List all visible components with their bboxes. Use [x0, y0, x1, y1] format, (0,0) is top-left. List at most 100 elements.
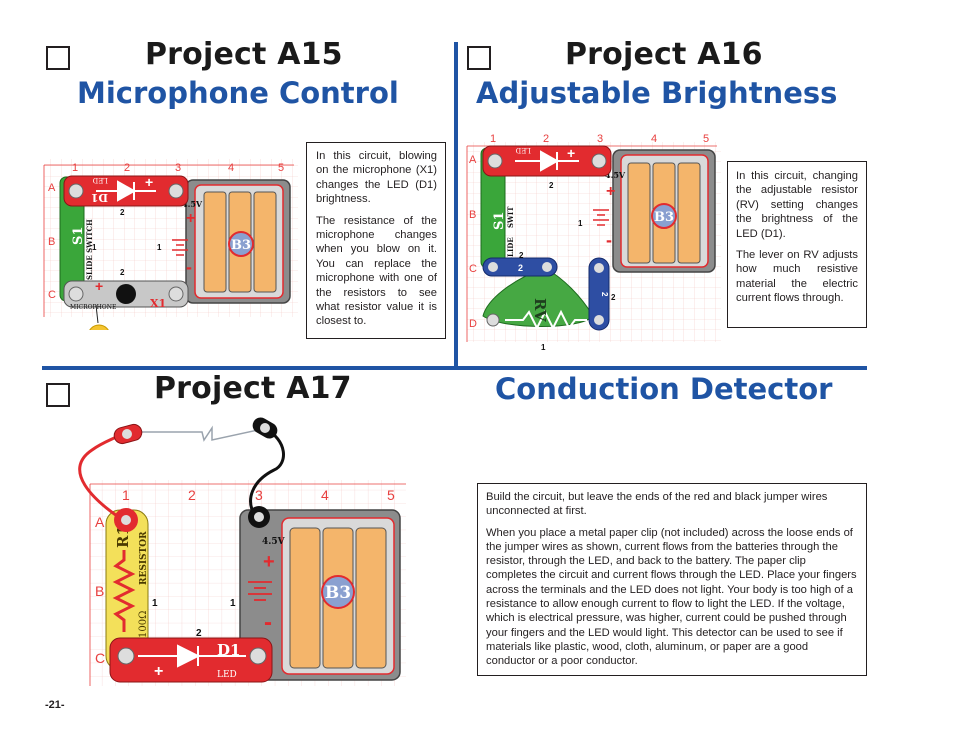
- snap-level: 2: [196, 628, 202, 639]
- project-a17-title: Project A17: [154, 371, 352, 406]
- switch-text: SLIDE SWITCH: [85, 219, 94, 280]
- mic-lead-plus: [89, 324, 109, 330]
- row-label: B: [469, 209, 476, 221]
- switch-label: S1: [71, 227, 86, 245]
- switch-text: SWIT: [506, 206, 515, 228]
- col-label: 2: [543, 133, 549, 145]
- row-label: B: [48, 236, 55, 248]
- a17-circuit-diagram: 1 2 3 4 5 A B C B3 4.5V + - R1 RESISTOR …: [78, 417, 406, 686]
- mic-plus: +: [95, 278, 103, 294]
- row-label: C: [95, 650, 105, 666]
- plus-sign: +: [606, 183, 615, 200]
- col-label: 4: [651, 133, 657, 145]
- project-a15-title: Project A15: [145, 37, 343, 72]
- mic-label: X1: [150, 297, 166, 310]
- mic-text: MICROPHONE: [70, 304, 116, 311]
- a16-circuit-diagram: 1 2 3 4 5 A B C D B3 4.5V + - S1 SWIT SL…: [466, 133, 721, 352]
- snap-wire-2: [482, 257, 558, 277]
- col-label: 1: [122, 487, 130, 503]
- row-label: C: [48, 289, 56, 301]
- row-label: A: [95, 514, 105, 530]
- project-a16-title: Project A16: [565, 37, 763, 72]
- minus-sign: -: [606, 230, 612, 250]
- col-label: 4: [228, 162, 234, 174]
- col-label: 3: [255, 487, 263, 503]
- led-label: D1: [217, 641, 240, 659]
- row-label: C: [469, 263, 477, 275]
- row-label: A: [469, 154, 477, 166]
- paper-clip: [134, 425, 259, 442]
- snap-level: 1: [578, 219, 583, 228]
- battery-voltage: 4.5V: [262, 537, 286, 547]
- a17-paragraph-1: Build the circuit, but leave the ends of…: [486, 491, 828, 518]
- battery-label: B3: [325, 583, 351, 603]
- battery-voltage: 4.5V: [182, 199, 203, 209]
- resistor-text: RESISTOR: [139, 531, 149, 585]
- a15-paragraph-2: The resistance of the microphone changes…: [316, 214, 437, 328]
- svg-text:2: 2: [600, 292, 609, 297]
- col-label: 3: [175, 162, 181, 174]
- project-a17-description: Build the circuit, but leave the ends of…: [477, 483, 867, 676]
- a17-paragraph-2: When you place a metal paper clip (not i…: [486, 526, 857, 668]
- row-label: B: [95, 583, 104, 599]
- led-plus: +: [567, 145, 575, 161]
- led-text: LED: [217, 670, 237, 680]
- battery-voltage: 4.5V: [605, 170, 626, 180]
- switch-label: S1: [492, 212, 507, 230]
- led-plus: +: [154, 663, 163, 680]
- snap-level: 2: [120, 208, 125, 217]
- row-label: A: [48, 182, 56, 194]
- minus-sign: -: [186, 257, 192, 277]
- led-text: LED: [515, 146, 531, 154]
- row-label: D: [469, 318, 477, 330]
- svg-text:2: 2: [518, 263, 523, 273]
- project-a17-subtitle: Conduction Detector: [495, 372, 833, 406]
- section-divider: [42, 366, 867, 370]
- a15-paragraph-1: In this circuit, blowing on the micropho…: [316, 150, 437, 206]
- svg-text:+: +: [94, 327, 104, 330]
- column-divider: [454, 42, 458, 368]
- battery-label: B3: [654, 210, 674, 225]
- battery-badge: [321, 575, 355, 609]
- black-jumper-wire: [249, 426, 285, 521]
- minus-sign: -: [264, 609, 272, 636]
- snap-level: 1: [152, 598, 158, 609]
- battery-label: B3: [231, 238, 251, 253]
- led-text: LED: [92, 176, 108, 184]
- snap-level: 2: [519, 251, 524, 260]
- col-label: 5: [703, 133, 709, 145]
- project-a15-subtitle: Microphone Control: [77, 76, 399, 110]
- a15-circuit-diagram: 1 2 3 4 5 A B C B3 4.5V + - S1 SLIDE SWI…: [43, 159, 298, 330]
- a16-paragraph-1: In this circuit, changing the adjustable…: [736, 170, 858, 240]
- col-label: 4: [321, 487, 329, 503]
- checkbox-a16[interactable]: [467, 46, 491, 70]
- led-label: D1: [91, 191, 108, 204]
- rv-label: RV: [531, 298, 549, 322]
- battery-badge: [228, 231, 254, 257]
- project-a16-description: In this circuit, changing the adjustable…: [727, 161, 867, 328]
- snap-level: 2: [120, 268, 125, 277]
- checkbox-a17[interactable]: [46, 383, 70, 407]
- resistor-value: 100Ω: [138, 611, 149, 638]
- plus-sign: +: [186, 210, 195, 227]
- col-label: 5: [278, 162, 284, 174]
- col-label: 5: [387, 487, 395, 503]
- snap-level: 1: [92, 243, 97, 252]
- col-label: 2: [188, 487, 196, 503]
- snap-level: 1: [230, 598, 236, 609]
- snap-level: 1: [541, 343, 546, 352]
- col-label: 3: [597, 133, 603, 145]
- page-number: -21-: [45, 699, 65, 711]
- col-label: 1: [490, 133, 496, 145]
- adjustable-resistor: [482, 267, 594, 327]
- project-a16-subtitle: Adjustable Brightness: [476, 76, 838, 110]
- led-plus: +: [145, 174, 153, 190]
- snap-level: 2: [549, 181, 554, 190]
- plus-sign: +: [263, 551, 275, 573]
- battery-badge: [651, 203, 677, 229]
- a16-paragraph-2: The lever on RV adjusts how much resisti…: [736, 249, 858, 305]
- checkbox-a15[interactable]: [46, 46, 70, 70]
- col-label: 1: [72, 162, 78, 174]
- snap-level: 2: [611, 293, 616, 302]
- col-label: 2: [124, 162, 130, 174]
